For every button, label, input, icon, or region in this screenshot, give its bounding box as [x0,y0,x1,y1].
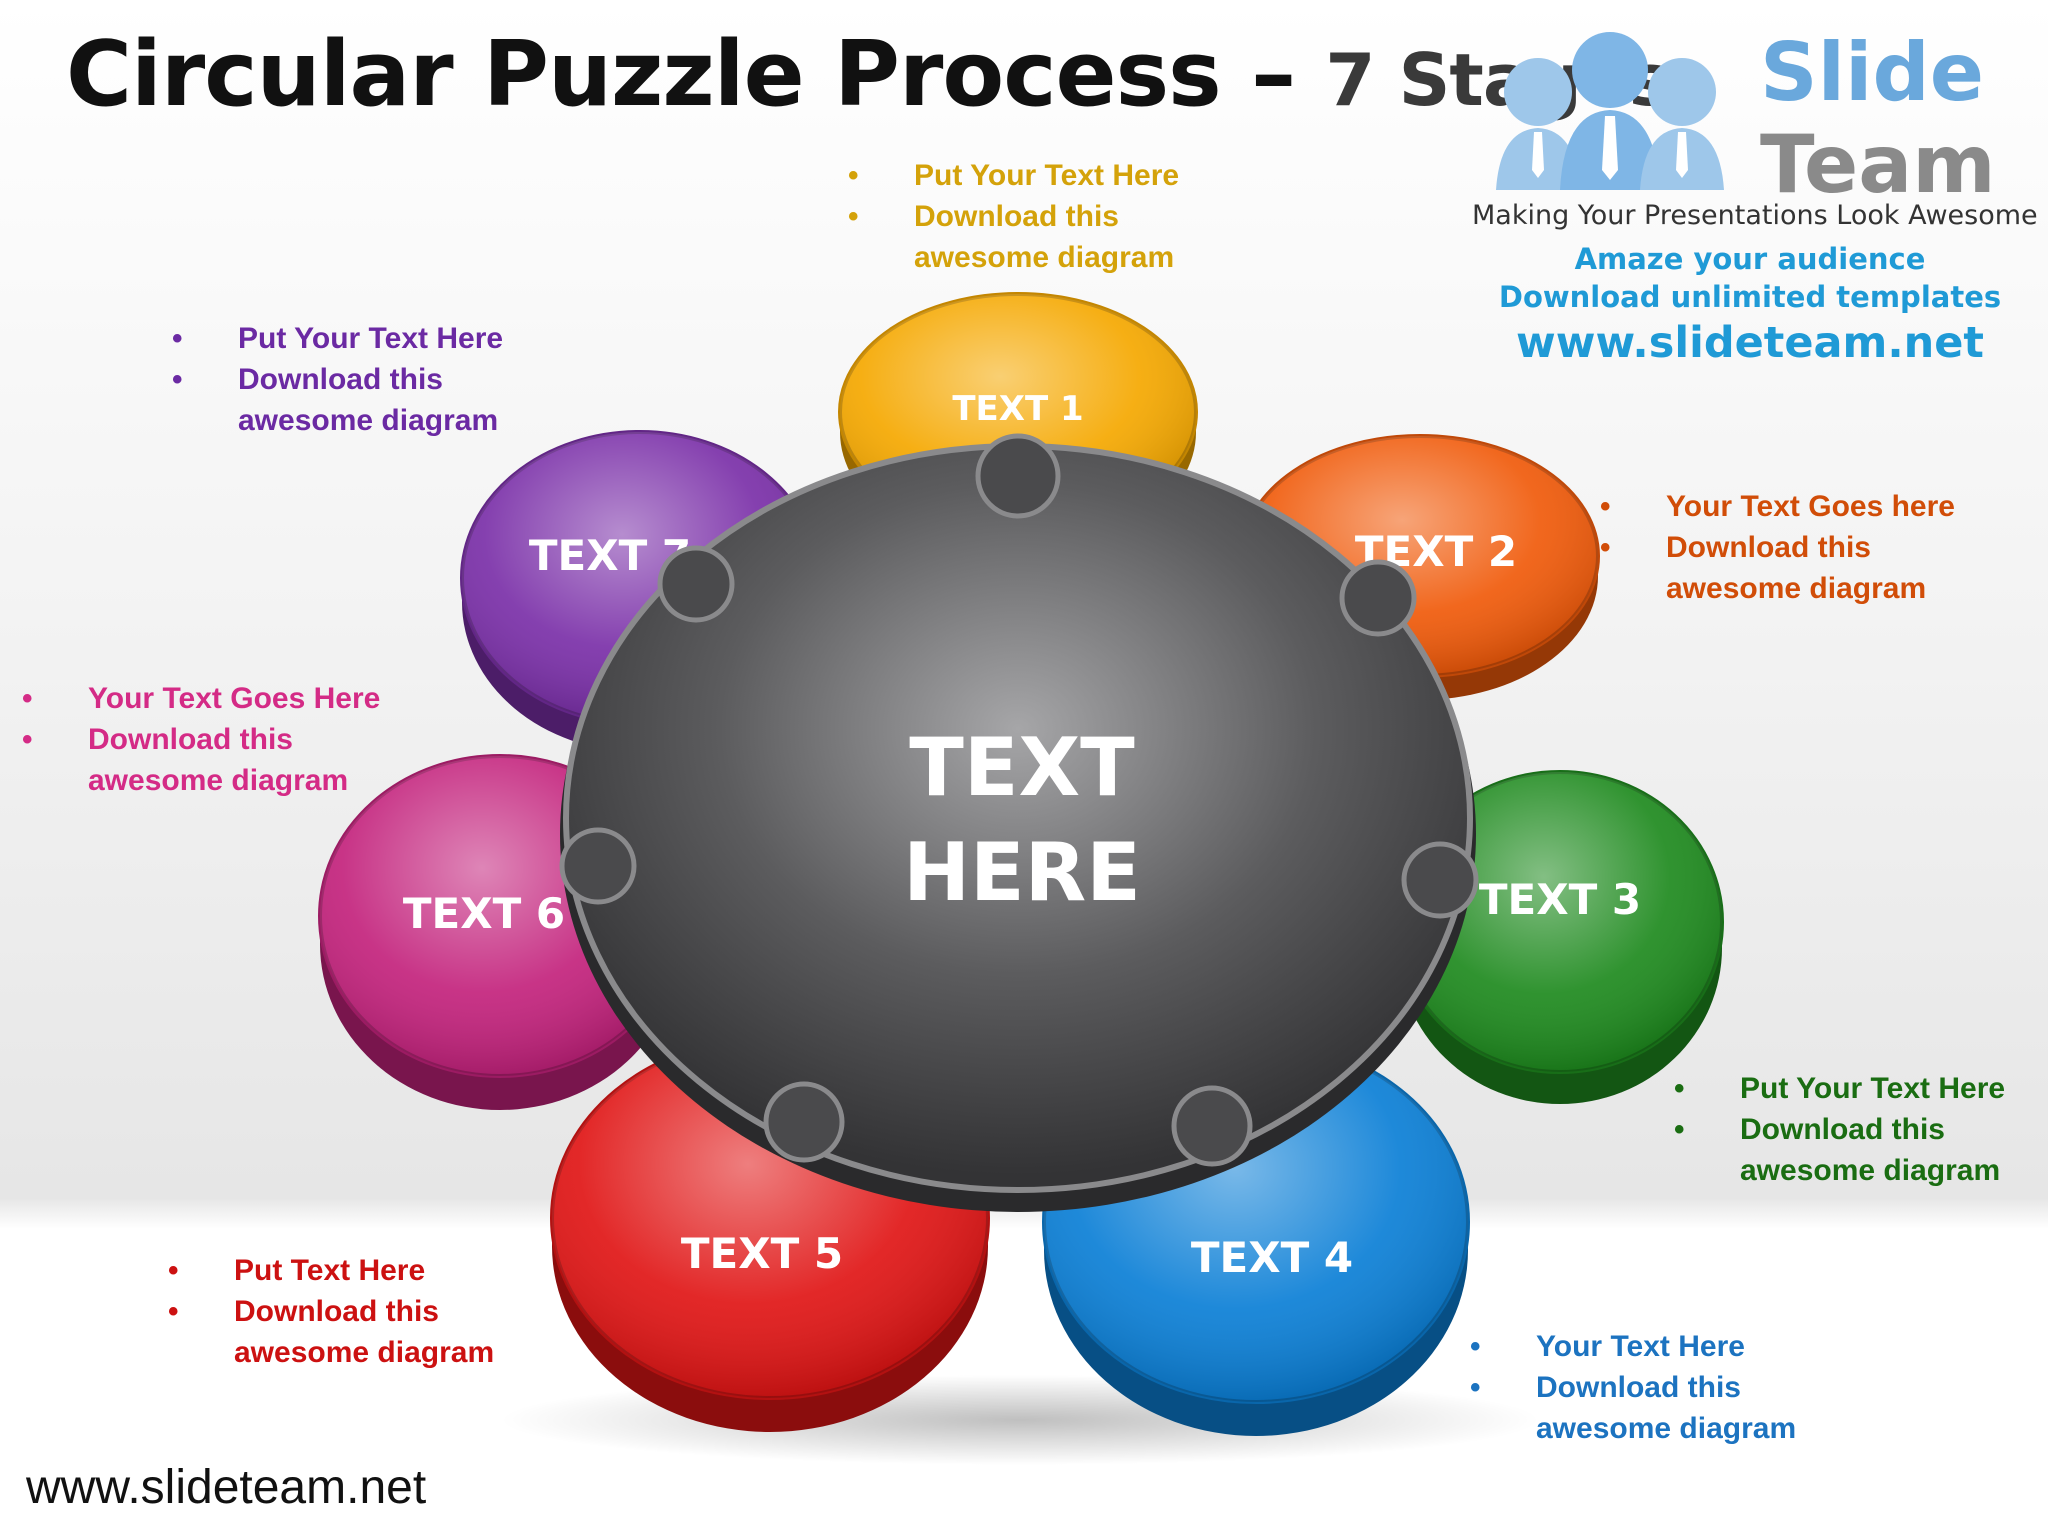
callout-bullet: Download this [848,196,1179,237]
callout-bullet: Download this [22,719,380,760]
people-group-icon [1496,32,1724,190]
center-knob [1171,1085,1253,1167]
callout-6: Your Text Goes Here Download this awesom… [22,678,380,801]
callout-bullet: Download this [168,1291,494,1332]
callout-1: Put Your Text Here Download this awesome… [848,155,1179,278]
callout-4: Your Text Here Download this awesome dia… [1470,1326,1796,1449]
callout-bullet: Download this [172,359,503,400]
callout-bullet: Put Your Text Here [1674,1068,2005,1109]
center-knob [1339,559,1417,637]
callout-bullet: Download this [1600,527,1955,568]
callout-bullet: Put Your Text Here [172,318,503,359]
callout-bullet: Your Text Here [1470,1326,1796,1367]
title-main: Circular Puzzle Process – [66,22,1326,127]
callout-2: Your Text Goes here Download this awesom… [1600,486,1955,609]
logo-tagline: Making Your Presentations Look Awesome [1472,200,2038,231]
center-text-line2: HERE [903,826,1141,919]
callout-bullet: Put Text Here [168,1250,494,1291]
logo-website-link[interactable]: www.slideteam.net [1516,318,1984,368]
callout-7: Put Your Text Here Download this awesome… [172,318,503,441]
logo-brand-team: Team [1760,118,1996,211]
callout-bullet: Download this [1674,1109,2005,1150]
logo-brand-slide: Slide [1760,26,1984,119]
callout-bullet: Your Text Goes here [1600,486,1955,527]
promo-amaze: Amaze your audience [1574,242,1926,276]
slideteam-logo: Slide Team [1496,26,1996,211]
center-knob [559,827,637,905]
callout-bullet-continuation: awesome diagram [238,404,499,437]
callout-bullet-continuation: awesome diagram [234,1336,495,1369]
center-knob [763,1081,845,1163]
callout-bullet: Put Your Text Here [848,155,1179,196]
center-knob [975,433,1061,519]
puzzle-piece-3: TEXT 3 [1396,770,1724,1104]
footer-website-link[interactable]: www.slideteam.net [26,1461,427,1514]
center-knob [657,545,735,623]
center-knob [1401,841,1479,919]
piece-label: TEXT 1 [952,389,1083,429]
center-text-line1: TEXT [909,721,1135,814]
promo-download: Download unlimited templates [1498,280,2002,314]
callout-3: Put Your Text Here Download this awesome… [1674,1068,2005,1191]
callout-bullet: Download this [1470,1367,1796,1408]
callout-5: Put Text Here Download this awesome diag… [168,1250,494,1373]
piece-label: TEXT 5 [681,1229,843,1278]
callout-bullet-continuation: awesome diagram [914,241,1175,274]
callout-bullet: Your Text Goes Here [22,678,380,719]
callout-bullet-continuation: awesome diagram [1666,572,1927,605]
callout-bullet-continuation: awesome diagram [1536,1412,1797,1445]
center-puzzle-piece: TEXT HERE [559,433,1479,1212]
callout-bullet-continuation: awesome diagram [88,764,349,797]
piece-label: TEXT 4 [1191,1233,1353,1282]
piece-label: TEXT 3 [1479,875,1641,924]
piece-label: TEXT 6 [403,889,565,938]
callout-bullet-continuation: awesome diagram [1740,1154,2001,1187]
